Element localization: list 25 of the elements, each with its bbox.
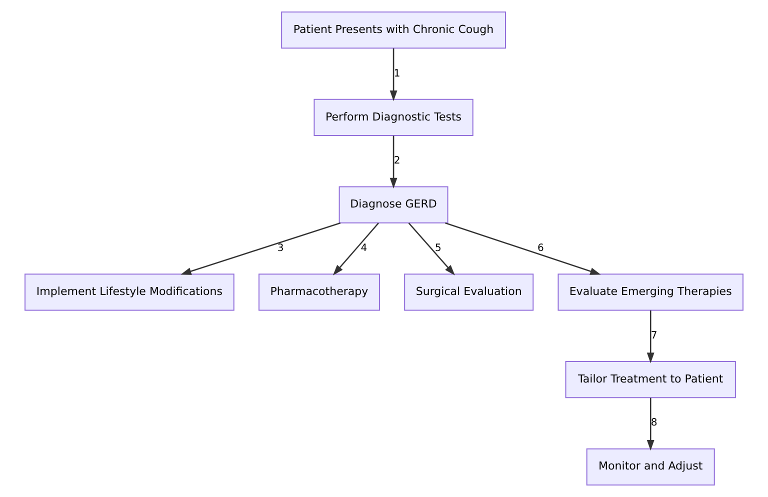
arrow xyxy=(408,222,455,276)
node-box: Evaluate Emerging Therapies xyxy=(558,274,744,311)
edge-label: 6 xyxy=(537,243,544,254)
arrow xyxy=(646,398,654,451)
edge-label: 8 xyxy=(650,418,658,429)
edge-label: 7 xyxy=(650,330,658,342)
node-box: Diagnose GERD xyxy=(338,186,448,224)
edge-label: 5 xyxy=(435,243,442,254)
node-box: Patient Presents with Chronic Cough xyxy=(281,12,506,49)
arrow xyxy=(646,310,654,364)
edge-label: 3 xyxy=(277,243,284,254)
node-box: Perform Diagnostic Tests xyxy=(314,98,474,136)
node-box: Surgical Evaluation xyxy=(404,274,534,311)
node-box: Tailor Treatment to Patient xyxy=(565,360,736,398)
edge-label: 4 xyxy=(360,243,368,254)
arrow xyxy=(445,222,601,275)
arrow xyxy=(390,136,398,189)
edge-label: 1 xyxy=(394,68,400,80)
node-box: Implement Lifestyle Modifications xyxy=(24,274,234,311)
arrow xyxy=(390,48,398,102)
arrow xyxy=(180,222,341,275)
edge-label: 2 xyxy=(394,156,400,167)
node-box: Pharmacotherapy xyxy=(258,274,380,311)
node-box: Monitor and Adjust xyxy=(586,448,715,486)
arrow xyxy=(332,222,379,276)
